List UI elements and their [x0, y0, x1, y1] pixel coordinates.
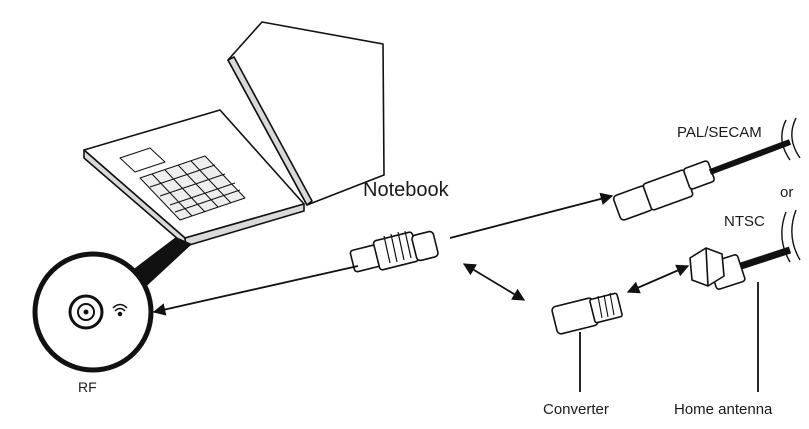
notebook-illustration	[83, 21, 385, 247]
rf-port-callout	[32, 251, 154, 373]
pal-secam-plug-illustration	[612, 139, 792, 221]
notebook-label: Notebook	[363, 179, 450, 201]
laptop-lid-edge	[227, 56, 313, 206]
arrow-plug-to-pal-secam	[449, 192, 614, 239]
arrow-converter-ntsc-double	[626, 264, 690, 294]
or-label: or	[780, 184, 793, 201]
pal-secam-label: PAL/SECAM	[677, 124, 762, 141]
rf-label: RF	[78, 379, 97, 395]
arrow-plug-converter-double	[462, 263, 526, 301]
laptop-keyboard	[139, 155, 246, 221]
cable-break-marks	[781, 117, 801, 263]
arrow-plug-to-rf	[152, 265, 359, 316]
rf-plug-illustration	[349, 230, 439, 273]
converter-label: Converter	[543, 401, 609, 418]
laptop-touchpad	[119, 147, 166, 173]
connection-arrows	[152, 192, 690, 316]
antenna-signal-icon	[112, 303, 128, 317]
ntsc-connector-illustration	[689, 246, 792, 290]
home-antenna-label: Home antenna	[674, 401, 773, 418]
converter-illustration	[551, 292, 623, 335]
pointer-lines	[579, 282, 759, 392]
ntsc-label: NTSC	[724, 213, 765, 230]
